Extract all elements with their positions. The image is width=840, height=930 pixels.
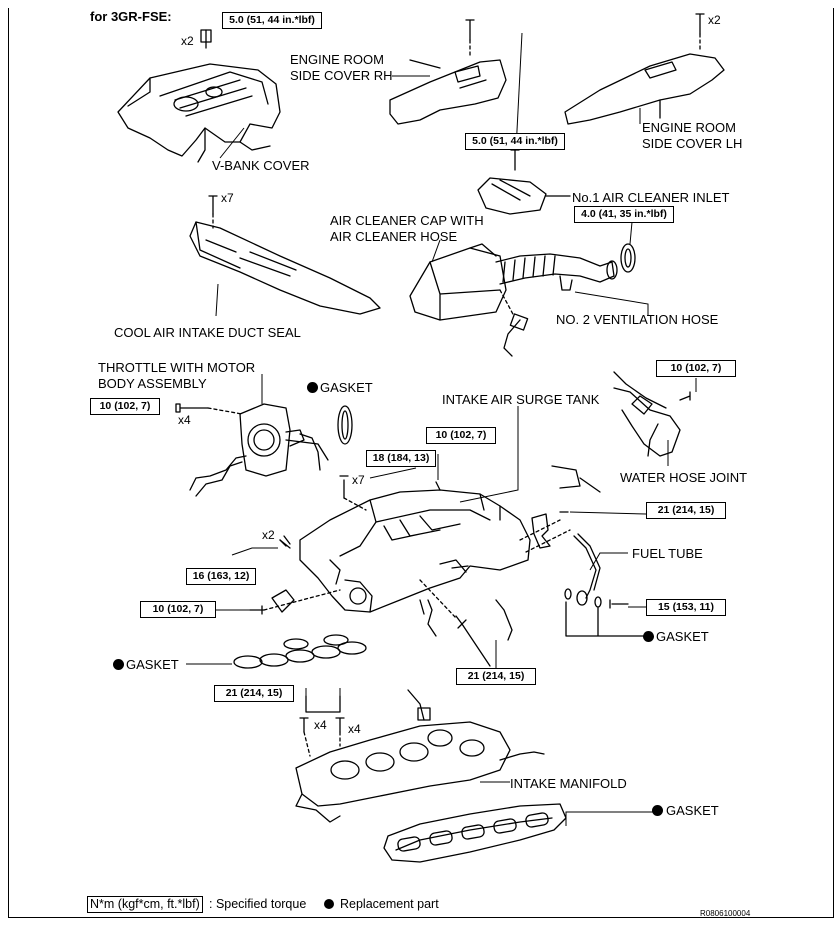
water-hose-joint-drawing: [613, 371, 691, 457]
water-hose-torque-box: 10 (102, 7): [656, 360, 736, 377]
throttle-body-drawing: [175, 403, 329, 497]
manifold-gasket-label: GASKET: [666, 803, 719, 818]
air-cleaner-cap-label-line2: AIR CLEANER HOSE: [330, 229, 458, 244]
clamp-torque-box: 4.0 (41, 35 in.*lbf): [574, 206, 674, 223]
surge-gasket-replacement-dot: [113, 659, 124, 670]
bracket-torque-box: 21 (214, 15): [646, 502, 726, 519]
legend-torque-text: : Specified torque: [209, 897, 307, 911]
legend-torque-units-box: N*m (kgf*cm, ft.*lbf): [87, 896, 203, 913]
surge-gasket-label: GASKET: [126, 657, 179, 672]
surge-tank-bolt-multiplier: x7: [352, 473, 365, 487]
side-cover-rh-label-line1: ENGINE ROOM: [290, 52, 384, 67]
fuel-tube-drawing: [564, 533, 645, 637]
manifold-torque-box: 21 (214, 15): [214, 685, 294, 702]
side-cover-lh-label-line1: ENGINE ROOM: [642, 120, 736, 135]
left-10-torque-box: 10 (102, 7): [140, 601, 216, 618]
diagram-frame: [8, 8, 834, 918]
air-cleaner-inlet-drawing: [477, 149, 571, 215]
fuel-gasket-replacement-dot: [643, 631, 654, 642]
figure-id: R0806100004: [700, 909, 751, 918]
vbank-cover-label: V-BANK COVER: [212, 158, 310, 173]
side-cover-rh-label-line2: SIDE COVER RH: [290, 68, 393, 83]
intake-manifold-drawing: [295, 689, 545, 823]
duct-seal-drawing: [189, 195, 381, 315]
surge-tank-upper-torque-box: 10 (102, 7): [426, 427, 496, 444]
side-cover-rh-drawing: [389, 19, 507, 125]
fuel-tube-label: FUEL TUBE: [632, 546, 703, 561]
air-cleaner-cap-label-line1: AIR CLEANER CAP WITH: [330, 213, 484, 228]
fuel-tube-torque-box: 15 (153, 11): [646, 599, 726, 616]
manifold-gasket-drawing: [383, 803, 567, 863]
ventilation-hose-label: NO. 2 VENTILATION HOSE: [556, 312, 719, 327]
manifold-bolt-multiplier-a: x4: [314, 718, 327, 732]
duct-seal-bolt-multiplier: x7: [221, 191, 234, 205]
throttle-bolt-multiplier: x4: [178, 413, 191, 427]
surge-tank-label: INTAKE AIR SURGE TANK: [442, 392, 600, 407]
lower-bolt-torque-box: 21 (214, 15): [456, 668, 536, 685]
fuel-gasket-label: GASKET: [656, 629, 709, 644]
legend-replacement-dot: [324, 899, 334, 909]
bracket-drawing: [531, 511, 569, 549]
legend-replacement-text: Replacement part: [340, 897, 439, 911]
throttle-label-line2: BODY ASSEMBLY: [98, 376, 207, 391]
left-16-torque-box: 16 (163, 12): [186, 568, 256, 585]
page-title: for 3GR-FSE:: [90, 9, 172, 24]
throttle-gasket-drawing: [337, 405, 353, 445]
left-bolt-multiplier: x2: [262, 528, 275, 542]
air-cleaner-cap-drawing: [409, 243, 618, 357]
throttle-label-line1: THROTTLE WITH MOTOR: [98, 360, 256, 375]
intake-manifold-label: INTAKE MANIFOLD: [510, 776, 627, 791]
water-hose-joint-label: WATER HOSE JOINT: [620, 470, 748, 485]
duct-seal-label: COOL AIR INTAKE DUCT SEAL: [114, 325, 301, 340]
throttle-gasket-replacement-dot: [307, 382, 318, 393]
air-cleaner-inlet-label: No.1 AIR CLEANER INLET: [572, 190, 730, 205]
air-inlet-torque-box: 5.0 (51, 44 in.*lbf): [465, 133, 565, 150]
leader-lines: [186, 32, 697, 826]
throttle-torque-box: 10 (102, 7): [90, 398, 160, 415]
lh-cover-bolt-multiplier: x2: [708, 13, 721, 27]
hose-clamp-drawing: [620, 243, 636, 273]
vbank-bolt-multiplier: x2: [181, 34, 194, 48]
side-cover-lh-drawing: [564, 13, 725, 125]
v-bank-cover-drawing: [117, 29, 281, 163]
throttle-gasket-label: GASKET: [320, 380, 373, 395]
surge-tank-drawing: [279, 465, 601, 613]
left-bolts-drawing: [249, 535, 513, 667]
vbank-torque-box: 5.0 (51, 44 in.*lbf): [222, 12, 322, 29]
side-cover-lh-label-line2: SIDE COVER LH: [642, 136, 743, 151]
surge-tank-gasket-drawing: [233, 634, 367, 669]
manifold-bolt-multiplier-b: x4: [348, 722, 361, 736]
manifold-gasket-replacement-dot: [652, 805, 663, 816]
surge-tank-bolt-torque-box: 18 (184, 13): [366, 450, 436, 467]
